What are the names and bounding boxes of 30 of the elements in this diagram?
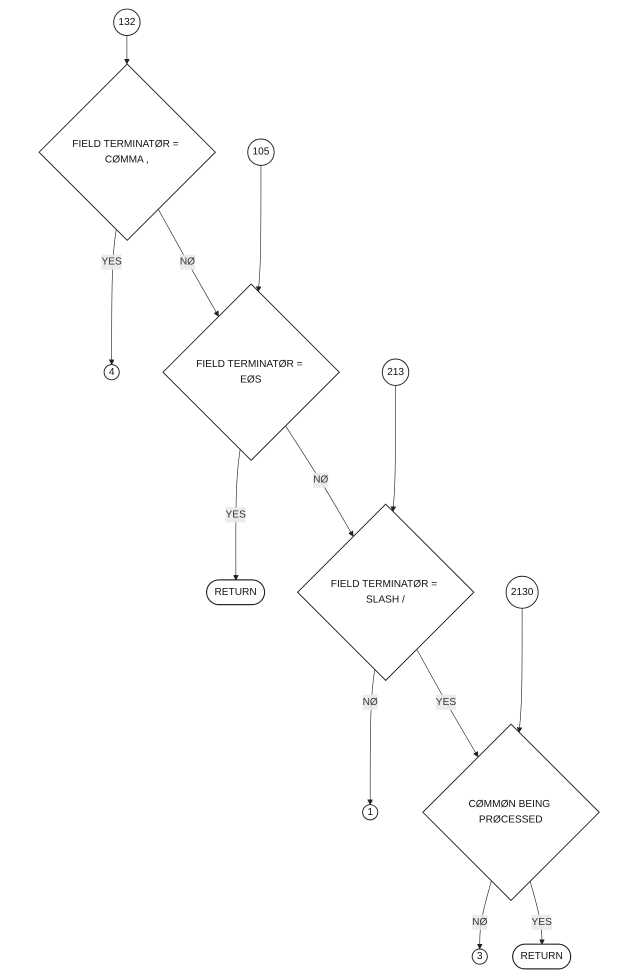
edge-label: NØ bbox=[312, 474, 328, 485]
edge-label: YES bbox=[225, 508, 246, 520]
arrow bbox=[530, 880, 545, 944]
arrow bbox=[158, 208, 219, 316]
edge-label: NØ bbox=[472, 916, 488, 927]
arrow bbox=[367, 668, 375, 804]
node-diamond: FIELD TERMINATØR = SLASH / bbox=[296, 502, 474, 681]
node-circle: 213 bbox=[382, 358, 410, 386]
arrow bbox=[108, 228, 116, 364]
node-circle: 3 bbox=[472, 948, 488, 964]
node-circle: 105 bbox=[247, 138, 275, 166]
edge-label: NØ bbox=[180, 256, 195, 267]
node-diamond: CØMMØN BEING PRØCESSED bbox=[422, 722, 600, 901]
arrow bbox=[416, 648, 478, 757]
node-diamond: FIELD TERMINATØR = CØMMA , bbox=[38, 62, 216, 240]
node-diamond: FIELD TERMINATØR = EØS bbox=[162, 282, 340, 461]
node-circle: 1 bbox=[362, 804, 378, 820]
edge-label: YES bbox=[531, 916, 552, 927]
arrow bbox=[256, 164, 262, 292]
arrow bbox=[285, 424, 354, 536]
arrow bbox=[232, 448, 240, 580]
arrow bbox=[516, 607, 522, 732]
edge-label: YES bbox=[101, 256, 122, 267]
edge-label: NØ bbox=[362, 696, 378, 707]
arrow bbox=[124, 34, 130, 64]
node-circle: 4 bbox=[104, 364, 120, 380]
node-circle: 132 bbox=[113, 8, 140, 36]
node-circle: 2130 bbox=[506, 575, 539, 608]
arrow bbox=[390, 384, 396, 512]
edge-label: YES bbox=[436, 696, 456, 707]
